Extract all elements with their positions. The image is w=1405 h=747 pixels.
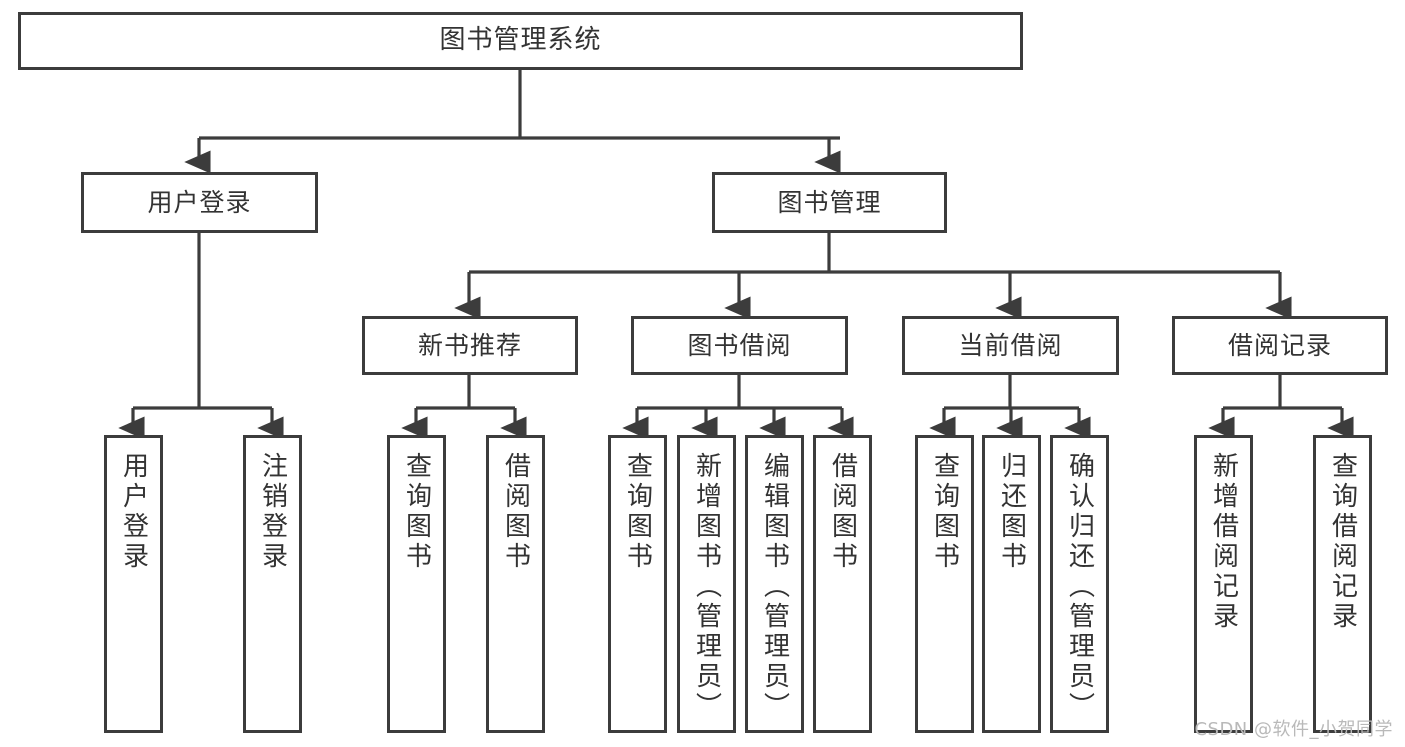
node-user-login[interactable]: 用户登录 <box>81 172 318 233</box>
node-label: 借阅图书 <box>500 452 531 572</box>
leaf-book-borrow-query[interactable]: 查询图书 <box>608 435 667 733</box>
leaf-new-book-query[interactable]: 查询图书 <box>387 435 446 733</box>
node-label: 借阅图书 <box>827 452 858 572</box>
watermark-text: CSDN @软件_小贺同学 <box>1194 719 1393 740</box>
node-label: 新增借阅记录 <box>1208 452 1239 632</box>
node-label: 查询借阅记录 <box>1327 452 1358 632</box>
node-root-system[interactable]: 图书管理系统 <box>18 12 1023 70</box>
node-label: 用户登录 <box>118 452 149 572</box>
node-label: 编辑图书（管理员） <box>759 452 790 722</box>
node-borrow-record[interactable]: 借阅记录 <box>1172 316 1388 375</box>
node-label: 查询图书 <box>622 452 653 572</box>
node-new-book-recommend[interactable]: 新书推荐 <box>362 316 578 375</box>
node-label: 图书管理系统 <box>439 25 602 56</box>
node-current-borrow[interactable]: 当前借阅 <box>902 316 1119 375</box>
leaf-book-borrow-add[interactable]: 新增图书（管理员） <box>677 435 736 733</box>
node-label: 新增图书（管理员） <box>691 452 722 722</box>
leaf-user-login-logout[interactable]: 注销登录 <box>243 435 302 733</box>
leaf-current-borrow-query[interactable]: 查询图书 <box>915 435 974 733</box>
node-book-borrow[interactable]: 图书借阅 <box>631 316 848 375</box>
leaf-current-borrow-return[interactable]: 归还图书 <box>982 435 1041 733</box>
leaf-user-login-login[interactable]: 用户登录 <box>104 435 163 733</box>
leaf-borrow-record-add[interactable]: 新增借阅记录 <box>1194 435 1253 733</box>
node-label: 注销登录 <box>257 452 288 572</box>
node-label: 当前借阅 <box>958 330 1063 360</box>
leaf-current-borrow-confirm-return[interactable]: 确认归还（管理员） <box>1050 435 1109 733</box>
leaf-new-book-borrow[interactable]: 借阅图书 <box>486 435 545 733</box>
node-label: 确认归还（管理员） <box>1064 452 1095 722</box>
node-label: 查询图书 <box>401 452 432 572</box>
leaf-book-borrow-borrow[interactable]: 借阅图书 <box>813 435 872 733</box>
leaf-borrow-record-query[interactable]: 查询借阅记录 <box>1313 435 1372 733</box>
node-label: 图书借阅 <box>687 330 792 360</box>
node-label: 查询图书 <box>929 452 960 572</box>
node-label: 归还图书 <box>996 452 1027 572</box>
node-label: 借阅记录 <box>1227 330 1332 360</box>
node-label: 用户登录 <box>147 187 252 217</box>
node-label: 图书管理 <box>777 187 882 217</box>
node-label: 新书推荐 <box>417 330 522 360</box>
leaf-book-borrow-edit[interactable]: 编辑图书（管理员） <box>745 435 804 733</box>
node-book-management[interactable]: 图书管理 <box>712 172 947 233</box>
